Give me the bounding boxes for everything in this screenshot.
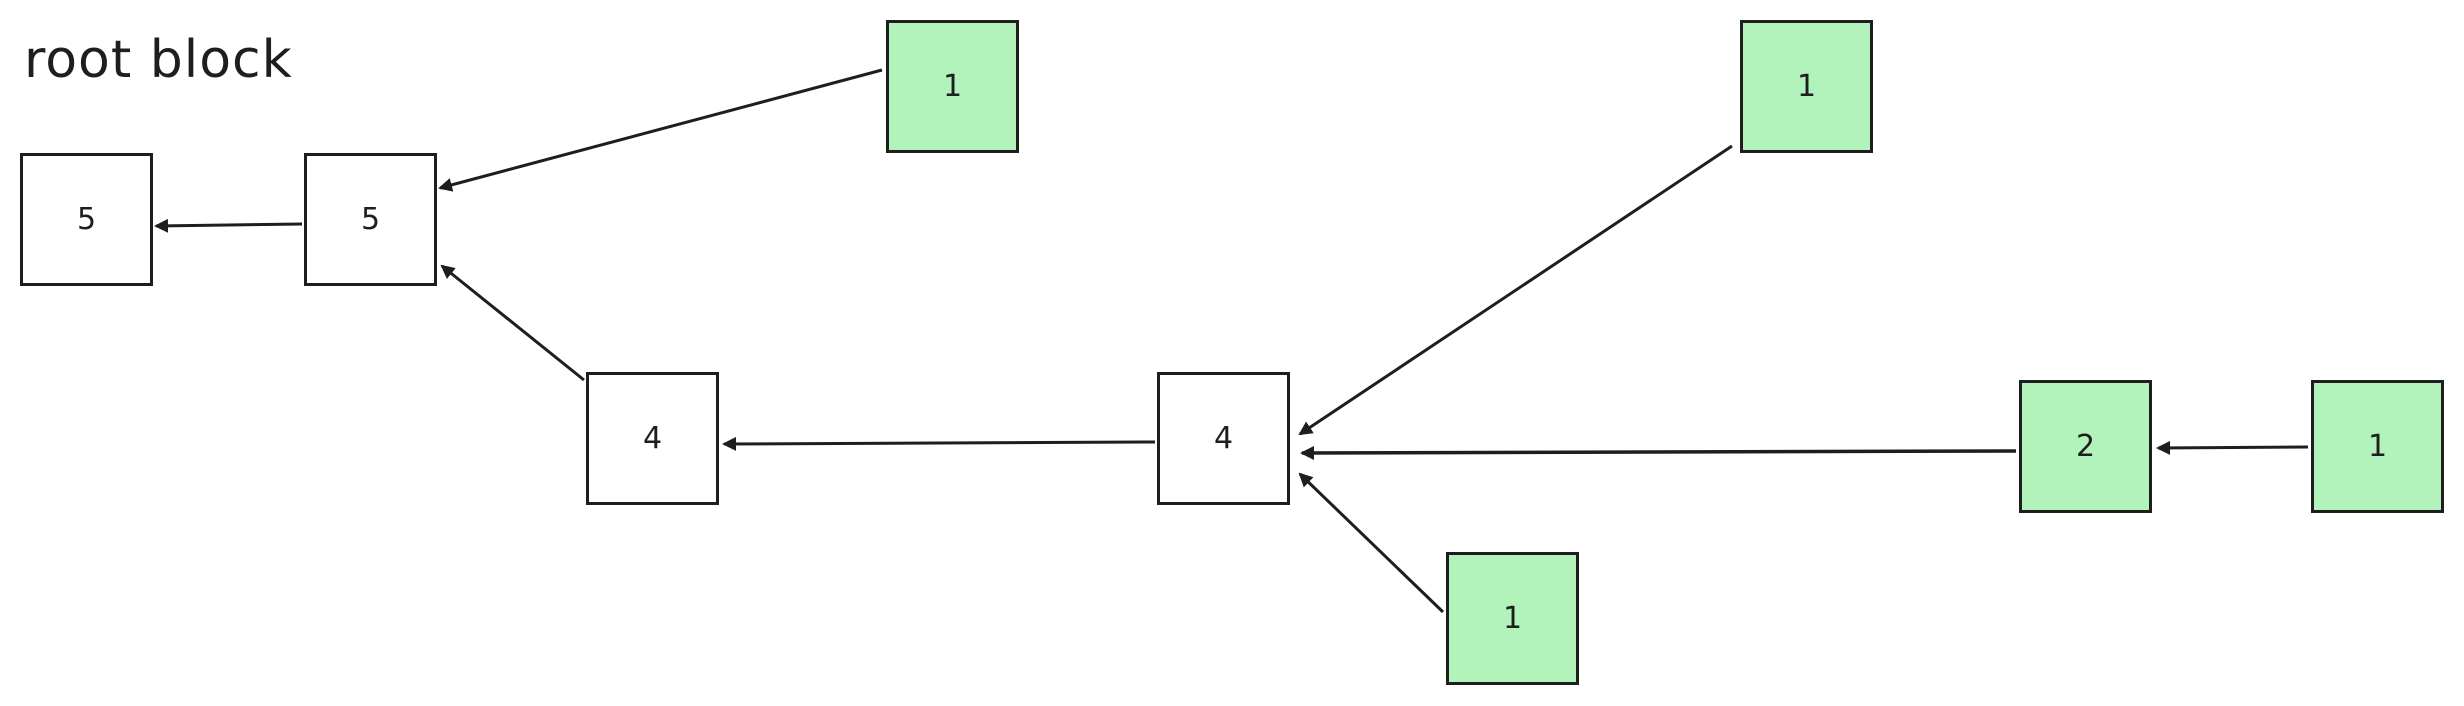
block-node[interactable]: 4 bbox=[586, 372, 719, 505]
edge-n3-n2 bbox=[438, 68, 883, 192]
root-block-label: root block bbox=[24, 30, 293, 90]
edge-n9-n8 bbox=[2156, 440, 2309, 455]
edge-n6-n5 bbox=[1298, 144, 1733, 436]
block-node-value: 1 bbox=[2367, 429, 2388, 464]
block-node-value: 1 bbox=[1796, 69, 1817, 104]
block-node-value: 4 bbox=[642, 421, 663, 456]
block-node-value: 4 bbox=[1213, 421, 1234, 456]
block-node[interactable]: 5 bbox=[304, 153, 437, 286]
block-node[interactable]: 2 bbox=[2019, 380, 2152, 513]
block-node-value: 2 bbox=[2075, 429, 2096, 464]
block-node[interactable]: 1 bbox=[2311, 380, 2444, 513]
edge-n7-n5 bbox=[1298, 472, 1445, 614]
block-node-value: 5 bbox=[76, 202, 97, 237]
block-node[interactable]: 1 bbox=[886, 20, 1019, 153]
edge-n5-n4 bbox=[722, 436, 1156, 451]
block-node[interactable]: 4 bbox=[1157, 372, 1290, 505]
edge-n4-n2 bbox=[440, 264, 585, 382]
block-node[interactable]: 1 bbox=[1740, 20, 1873, 153]
block-node[interactable]: 5 bbox=[20, 153, 153, 286]
block-node-value: 5 bbox=[360, 202, 381, 237]
block-node-value: 1 bbox=[942, 69, 963, 104]
block-node-value: 1 bbox=[1502, 601, 1523, 636]
edge-n8-n5 bbox=[1300, 445, 2017, 460]
block-node[interactable]: 1 bbox=[1446, 552, 1579, 685]
edge-n2-n1 bbox=[154, 218, 303, 233]
